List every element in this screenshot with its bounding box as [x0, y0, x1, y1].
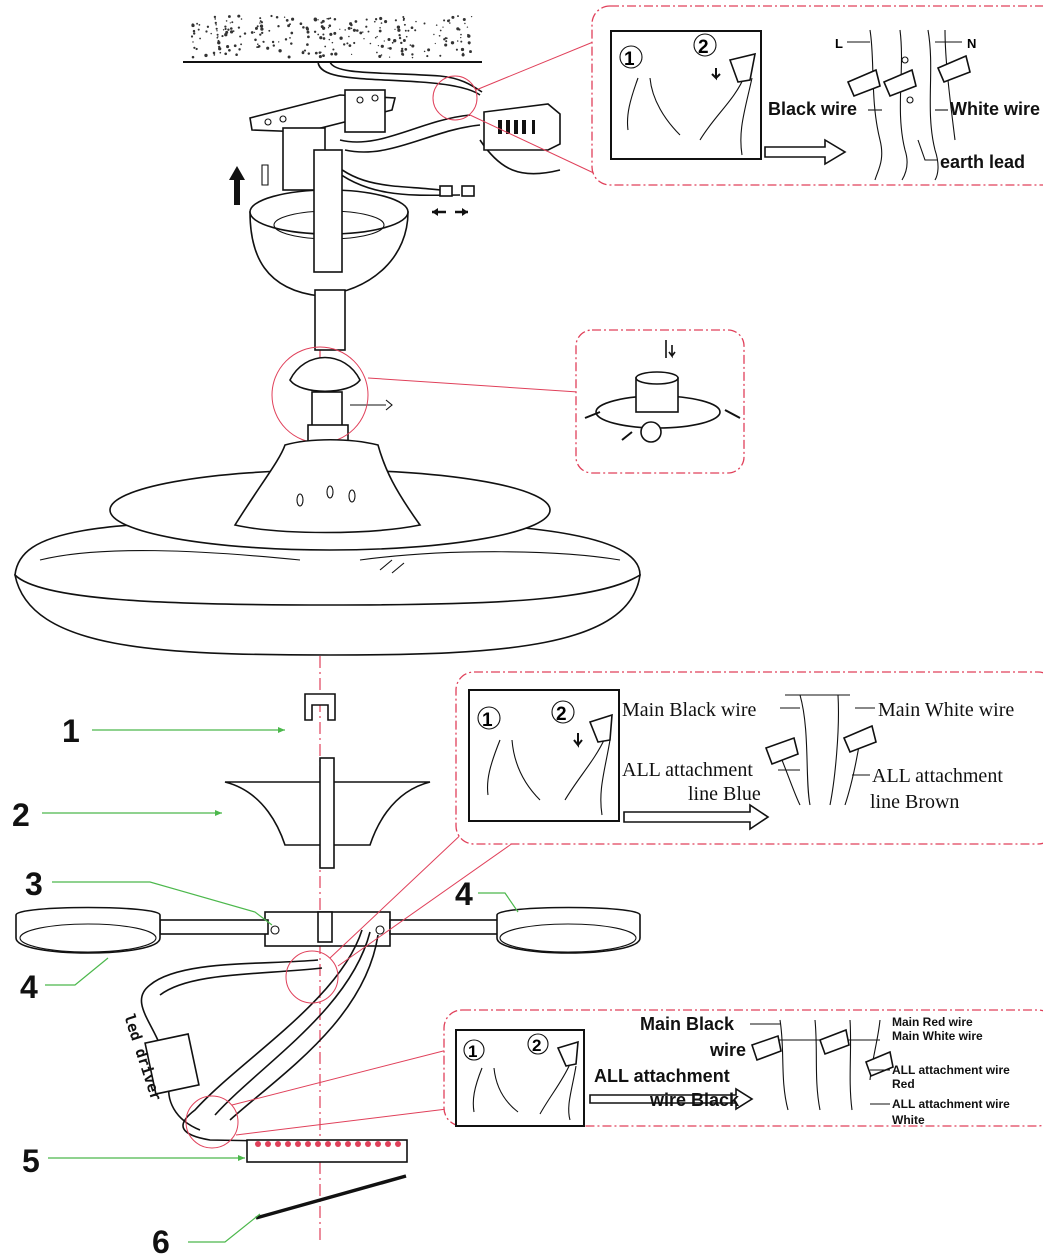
middle-attach-brown-2: line Brown — [870, 791, 959, 813]
bottom-step2-label: 2 — [532, 1036, 541, 1055]
led-dot — [355, 1141, 361, 1147]
top-L-label: L — [835, 36, 843, 51]
top-step1-label: 1 — [624, 49, 635, 70]
part-4-light-right — [389, 906, 641, 954]
part-number-4-left: 4 — [20, 969, 38, 1005]
part-number-4-right: 4 — [455, 876, 473, 912]
remote-receiver — [483, 103, 561, 151]
bottom-attach-red-1: ALL attachment wire — [892, 1063, 1010, 1077]
bottom-attach-white-1: ALL attachment wire — [892, 1097, 1010, 1111]
middle-main-white-label: Main White wire — [878, 699, 1014, 721]
leader-3 — [52, 881, 273, 926]
leader-4a — [45, 957, 109, 986]
middle-step2-label: 2 — [556, 704, 567, 725]
part-5-led-board — [246, 1139, 408, 1163]
middle-attach-brown-1: ALL attachment — [872, 765, 1003, 787]
part-3-bracket — [264, 911, 391, 947]
part-6-rod — [255, 1174, 407, 1220]
led-dot — [305, 1141, 311, 1147]
part-number-3: 3 — [25, 866, 43, 902]
part-number-1: 1 — [62, 713, 80, 749]
bottom-main-white: Main White wire — [892, 1029, 983, 1043]
led-dot — [345, 1141, 351, 1147]
part-number-6: 6 — [152, 1224, 170, 1259]
up-arrow-icon — [229, 166, 245, 205]
led-dot — [335, 1141, 341, 1147]
bottom-main-black-1: Main Black — [640, 1014, 735, 1034]
part-1-clip — [304, 693, 336, 721]
led-dot — [255, 1141, 261, 1147]
bottom-attach-red-2: Red — [892, 1077, 915, 1091]
part-4-light-left — [15, 906, 269, 954]
canopy — [249, 149, 409, 297]
bottom-step1-label: 1 — [468, 1042, 477, 1061]
callout-downrod-detail — [575, 329, 745, 474]
top-black-wire-label: Black wire — [768, 99, 857, 119]
callout-bottom-wiring: 1 2 Main Black wire ALL attachment wire … — [443, 1009, 1043, 1127]
fan-body — [14, 438, 641, 656]
part-2-cover — [224, 757, 431, 869]
bottom-attach-white-2: White — [892, 1113, 925, 1127]
supply-wires — [317, 61, 561, 197]
connector-plugs — [432, 185, 475, 216]
wire-zoom-circle-bottom — [185, 1095, 239, 1149]
led-dot — [295, 1141, 301, 1147]
led-dot — [315, 1141, 321, 1147]
part-number-2: 2 — [12, 797, 30, 833]
top-white-wire-label: White wire — [950, 99, 1040, 119]
bottom-main-black-2: wire — [709, 1040, 746, 1060]
downrod — [289, 289, 393, 452]
leader-6 — [188, 1213, 261, 1243]
top-earth-lead-label: earth lead — [940, 152, 1025, 172]
leader-1 — [92, 727, 285, 733]
middle-attach-blue-2: line Blue — [688, 783, 761, 805]
led-dot — [385, 1141, 391, 1147]
middle-step1-label: 1 — [482, 710, 493, 731]
callout-middle-wiring: 1 2 Main Black wire Main White wire ALL … — [455, 671, 1043, 845]
top-step2-label: 2 — [698, 37, 709, 58]
led-dot — [375, 1141, 381, 1147]
bottom-main-red: Main Red wire — [892, 1015, 973, 1029]
middle-attach-blue-1: ALL attachment — [622, 759, 753, 781]
ceiling — [183, 14, 482, 63]
callout-top-wiring: 1 2 L N Black wire White wire earth lead — [591, 5, 1043, 186]
led-dot — [325, 1141, 331, 1147]
led-dot — [365, 1141, 371, 1147]
wire-zoom-circle-top — [432, 75, 478, 121]
led-dot — [395, 1141, 401, 1147]
led-dot — [265, 1141, 271, 1147]
middle-main-black-label: Main Black wire — [622, 699, 757, 721]
bottom-attach-black-1: ALL attachment — [594, 1066, 730, 1086]
top-N-label: N — [967, 36, 976, 51]
wire-zoom-circle-middle — [285, 950, 339, 1004]
leader-4b — [478, 892, 519, 913]
led-dot — [275, 1141, 281, 1147]
bottom-attach-black-2: wire Black — [649, 1090, 740, 1110]
led-driver — [144, 1033, 200, 1095]
leader-2 — [42, 810, 222, 816]
leader-5 — [48, 1155, 245, 1161]
led-dot — [285, 1141, 291, 1147]
part-number-5: 5 — [22, 1143, 40, 1179]
